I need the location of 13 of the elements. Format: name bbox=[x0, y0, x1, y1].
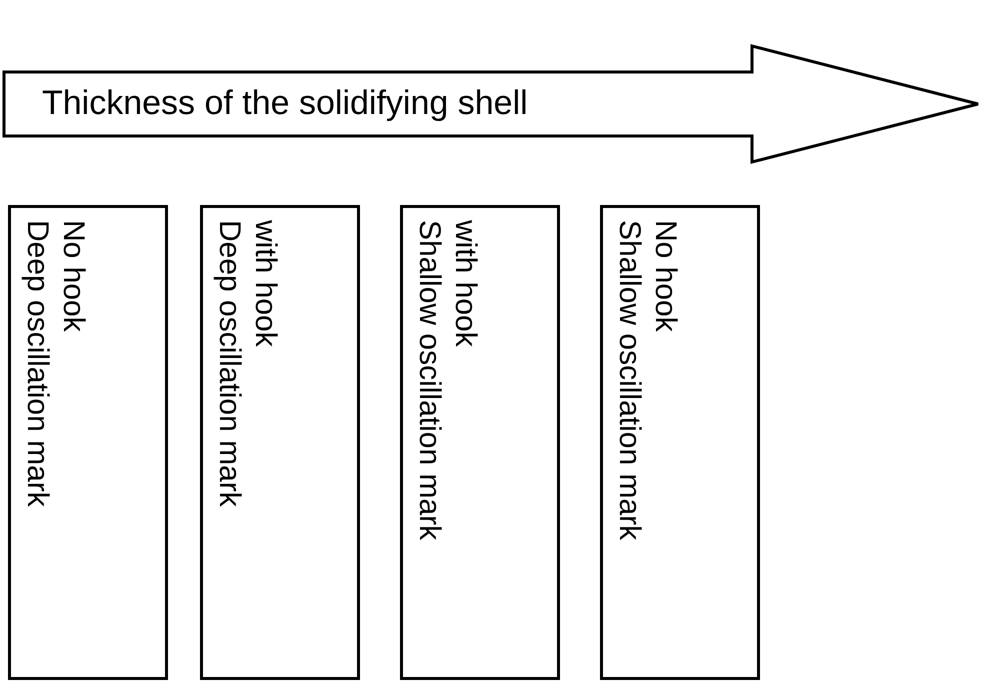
text-box bbox=[400, 205, 560, 680]
box-text: Shallow oscillation mark bbox=[413, 220, 445, 540]
arrow-label: Thickness of the solidifying shell bbox=[42, 84, 528, 123]
text-box bbox=[200, 205, 360, 680]
box-text: Deep oscillation mark bbox=[213, 220, 245, 507]
text-box bbox=[8, 205, 168, 680]
box-heading: No hook bbox=[649, 220, 681, 332]
box-text: Deep oscillation mark bbox=[21, 220, 53, 507]
box-heading: No hook bbox=[57, 220, 89, 332]
box-heading: with hook bbox=[249, 220, 281, 347]
box-text: Shallow oscillation mark bbox=[613, 220, 645, 540]
text-box bbox=[600, 205, 760, 680]
box-heading: with hook bbox=[449, 220, 481, 347]
